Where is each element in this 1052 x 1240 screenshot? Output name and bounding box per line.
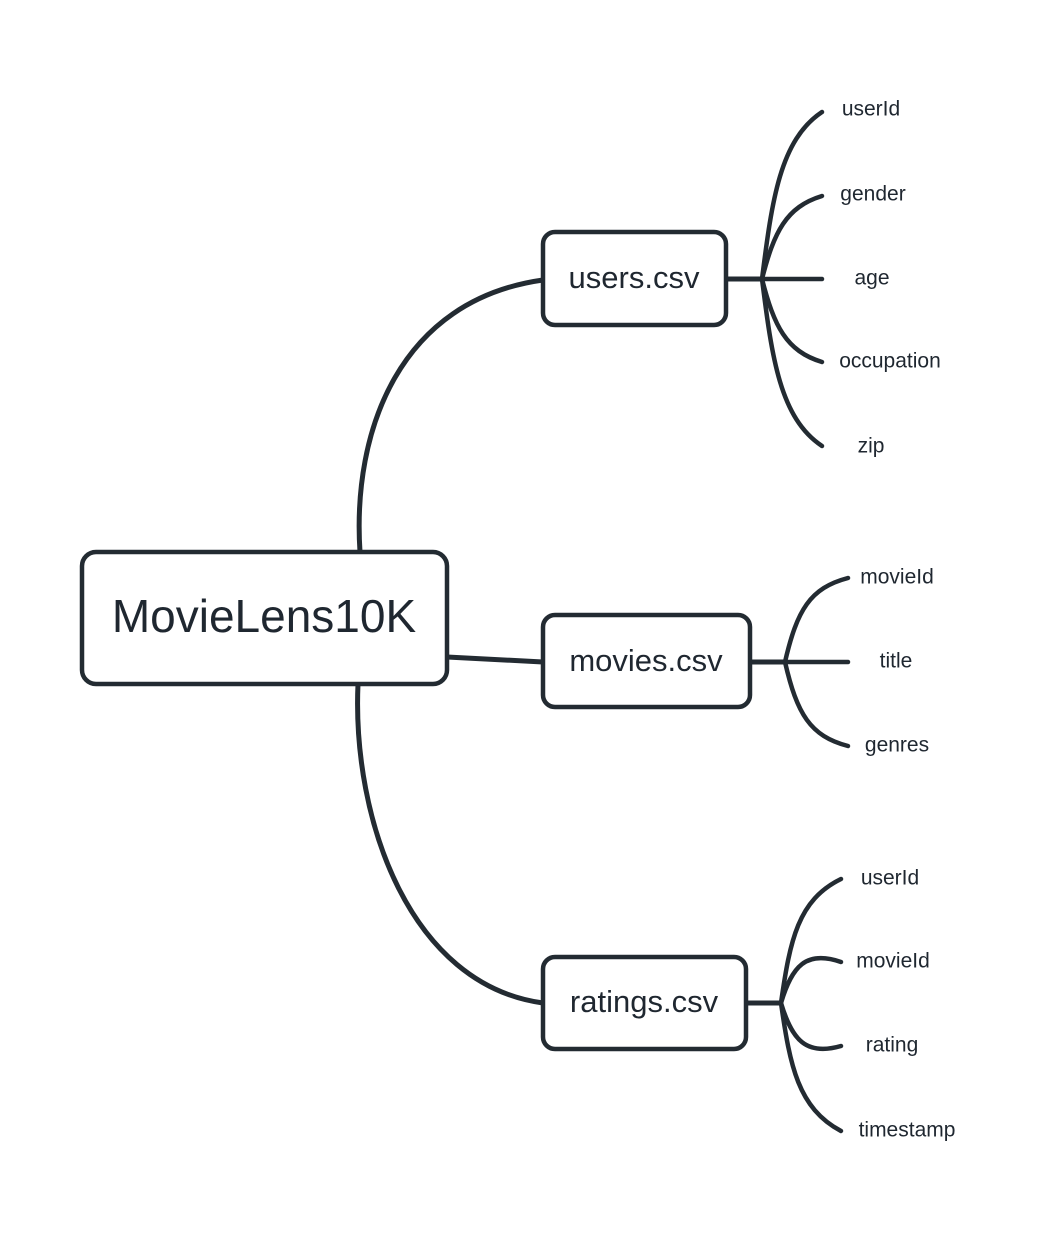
- root-box: [79, 549, 450, 687]
- leaf-ratings-timestamp: timestamp: [859, 1119, 956, 1142]
- leaf-users-age: age: [854, 267, 889, 290]
- edge-movies-leaf-movieid: [782, 575, 851, 665]
- leaf-movies-genres: genres: [865, 734, 929, 757]
- branch-movies-label: movies.csv: [569, 643, 723, 678]
- edge-ratings-leaf-movieid: [778, 955, 844, 1006]
- leaf-ratings-movieid: movieId: [856, 950, 930, 973]
- node-branch-movies[interactable]: movies.csv: [540, 612, 753, 710]
- edge-movies-leaf-genres: [782, 659, 851, 749]
- branch-users-label: users.csv: [569, 260, 700, 295]
- root-label: MovieLens10K: [112, 590, 417, 642]
- edge-root-to-movies: [444, 654, 546, 665]
- leaf-ratings-rating: rating: [866, 1034, 919, 1057]
- branch-movies-box: [540, 612, 753, 710]
- leaf-users-gender: gender: [840, 183, 905, 206]
- branch-ratings-label: ratings.csv: [570, 984, 719, 1019]
- edge-ratings-leaf-timestamp: [778, 1000, 844, 1134]
- edge-users-leaf-userid: [759, 109, 825, 282]
- edge-users-leaf-gender: [759, 193, 825, 282]
- leaf-ratings-userid: userId: [861, 867, 919, 890]
- leaf-movies-movieid: movieId: [860, 566, 934, 589]
- leaf-users-occupation: occupation: [839, 350, 941, 373]
- edge-ratings-leaf-userid: [778, 876, 844, 1006]
- edge-ratings-leaf-rating: [778, 1000, 844, 1052]
- branch-users-box: [540, 229, 729, 328]
- node-branch-users[interactable]: users.csv: [540, 229, 729, 328]
- leaf-users-zip: zip: [858, 435, 885, 458]
- edge-users-leaf-zip: [759, 276, 825, 449]
- node-root[interactable]: MovieLens10K: [79, 549, 450, 687]
- edge-root-to-users: [356, 277, 546, 555]
- node-branch-ratings[interactable]: ratings.csv: [540, 954, 749, 1052]
- leaf-users-userid: userId: [842, 98, 900, 121]
- branch-ratings-box: [540, 954, 749, 1052]
- leaf-movies-title: title: [880, 650, 913, 673]
- edge-root-to-ratings: [355, 681, 546, 1006]
